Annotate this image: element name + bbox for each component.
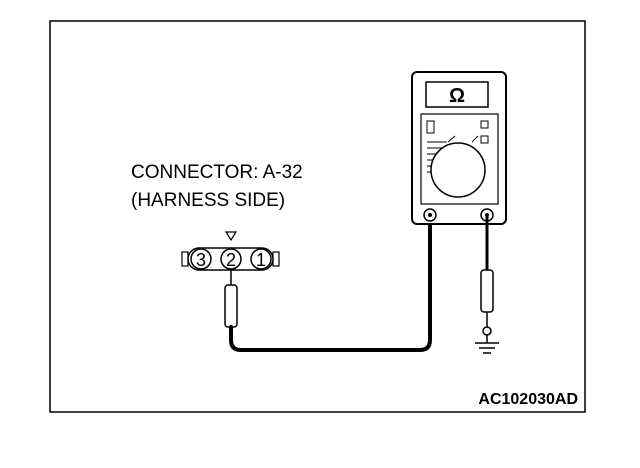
test-lead-red <box>480 215 494 336</box>
pin-number-label: 2 <box>226 250 236 270</box>
pin-number-label: 1 <box>256 250 266 270</box>
diagram-frame <box>49 20 586 413</box>
test-lead-black <box>229 213 432 352</box>
ohm-icon: Ω <box>449 85 465 107</box>
connector-label: CONNECTOR: A-32 <box>131 162 303 183</box>
connector-latch-right <box>272 251 280 267</box>
figure-code: AC102030AD <box>478 391 578 408</box>
connector-pin-2 <box>220 248 242 270</box>
meter-button <box>480 120 489 129</box>
meter-indicator <box>426 120 435 134</box>
pin-indicator-triangle-icon <box>224 231 238 242</box>
pin-number-label: 3 <box>196 250 206 270</box>
ground-symbol-icon <box>475 335 499 354</box>
probe-handle <box>480 269 494 313</box>
connector-side-label: (HARNESS SIDE) <box>131 190 285 211</box>
probe-handle <box>224 284 238 328</box>
test-probe-connector <box>224 270 238 328</box>
connector-a32: 3 2 1 <box>181 247 280 271</box>
ohmmeter: Ω <box>411 71 507 225</box>
meter-selector-dial <box>430 142 486 198</box>
meter-button <box>480 135 489 144</box>
connector-pin-1 <box>250 248 272 270</box>
meter-display <box>425 81 489 108</box>
connector-pin-3 <box>190 248 212 270</box>
connector-latch-left <box>181 251 189 267</box>
